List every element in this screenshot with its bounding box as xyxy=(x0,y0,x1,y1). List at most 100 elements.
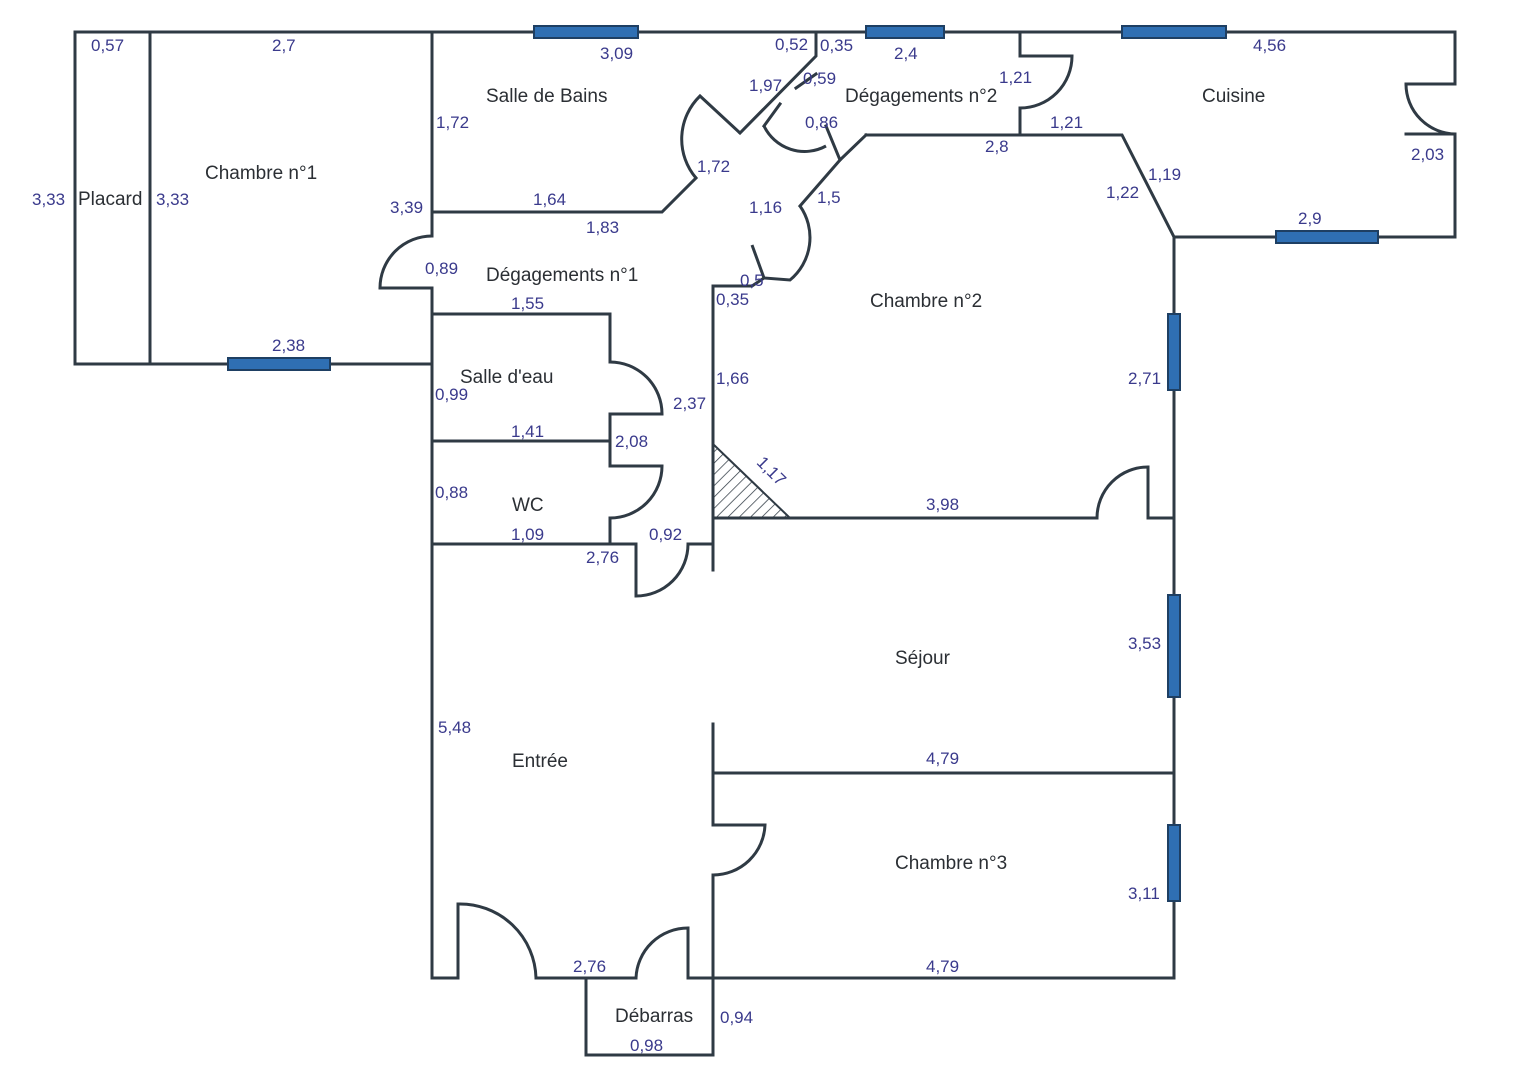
door-chambre1 xyxy=(378,234,433,290)
room-label-wc: WC xyxy=(512,495,544,516)
dimension-label: 0,86 xyxy=(805,113,838,132)
dimension-label: 0,57 xyxy=(91,36,124,55)
dimension-label: 0,35 xyxy=(716,290,749,309)
dimension-label: 0,88 xyxy=(435,483,468,502)
dimension-label: 1,22 xyxy=(1106,183,1139,202)
door-salle-eau xyxy=(609,360,664,416)
door-deg2 xyxy=(762,125,827,153)
window-sejour xyxy=(1167,594,1181,698)
dimension-label: 3,98 xyxy=(926,495,959,514)
dimension-label: 4,79 xyxy=(926,749,959,768)
dimension-label: 3,39 xyxy=(390,198,423,217)
dimension-label: 1,41 xyxy=(511,422,544,441)
room-label-placard: Placard xyxy=(78,189,142,210)
window-chambre3 xyxy=(1167,824,1181,902)
dimension-label: 2,38 xyxy=(272,336,305,355)
window-sdb-top xyxy=(533,25,639,39)
room-label-chambre3: Chambre n°3 xyxy=(895,853,1007,874)
room-label-chambre1: Chambre n°1 xyxy=(205,163,317,184)
dimension-label: 1,19 xyxy=(1148,165,1181,184)
dimension-label: 4,79 xyxy=(926,957,959,976)
dimension-label: 3,53 xyxy=(1128,634,1161,653)
dimension-label: 0,94 xyxy=(720,1008,753,1027)
dimension-label: 1,16 xyxy=(749,198,782,217)
window-kitchen-top xyxy=(1121,25,1227,39)
dimension-label: 4,56 xyxy=(1253,36,1286,55)
walls xyxy=(73,30,1457,1057)
dimension-label: 3,33 xyxy=(32,190,65,209)
wall-sdb-corner xyxy=(793,71,819,91)
window-chambre2 xyxy=(1167,313,1181,391)
door-chambre2 xyxy=(750,205,812,282)
dimension-label: 2,71 xyxy=(1128,369,1161,388)
window-chambre1 xyxy=(227,357,331,371)
room-label-salle-de-bains: Salle de Bains xyxy=(486,86,607,107)
room-labels: Placard Chambre n°1 Salle de Bains Dégag… xyxy=(78,86,1265,1027)
dimension-label: 1,72 xyxy=(436,113,469,132)
door-sdb xyxy=(680,93,742,179)
dimension-labels: 0,57 2,7 3,09 0,52 0,35 2,4 4,56 1,21 1,… xyxy=(32,35,1444,1055)
dimension-label: 0,35 xyxy=(820,36,853,55)
dimension-label: 3,11 xyxy=(1128,884,1160,903)
room-label-degagements2: Dégagements n°2 xyxy=(845,86,997,107)
door-deg2-kitchen xyxy=(1019,54,1074,110)
room-label-salle-eau: Salle d'eau xyxy=(460,367,553,388)
dimension-label: 1,21 xyxy=(999,68,1032,87)
dimension-label: 0,99 xyxy=(435,385,468,404)
windows xyxy=(227,25,1379,902)
dimension-label: 2,4 xyxy=(894,44,918,63)
door-entree-deg1 xyxy=(634,543,690,598)
doors xyxy=(378,54,1457,979)
dimension-label: 2,7 xyxy=(272,36,296,55)
wall-salle-eau-top xyxy=(430,312,612,364)
dimension-label: 0,59 xyxy=(803,69,836,88)
dimension-label: 1,64 xyxy=(533,190,566,209)
door-kitchen-right xyxy=(1404,83,1457,136)
dimension-label: 1,09 xyxy=(511,525,544,544)
dimension-label: 2,37 xyxy=(673,394,706,413)
dimension-label: 1,66 xyxy=(716,369,749,388)
dimension-label: 1,55 xyxy=(511,294,544,313)
wall-deg1-right xyxy=(711,275,767,572)
dimension-label: 5,48 xyxy=(438,718,471,737)
dimension-label: 1,5 xyxy=(817,188,841,207)
dimension-label: 0,89 xyxy=(425,259,458,278)
dimension-label: 0,92 xyxy=(649,525,682,544)
wall-debarras xyxy=(584,976,715,1057)
door-chambre3 xyxy=(712,823,767,877)
dimension-label: 2,9 xyxy=(1298,209,1322,228)
dimension-label: 2,08 xyxy=(615,432,648,451)
dimension-label: 3,33 xyxy=(156,190,189,209)
window-kitchen-bottom xyxy=(1275,230,1379,244)
dimension-label: 1,72 xyxy=(697,157,730,176)
window-deg2-top xyxy=(865,25,945,39)
dimension-label: 1,21 xyxy=(1050,113,1083,132)
dimension-label: 3,09 xyxy=(600,44,633,63)
door-chambre2-sejour xyxy=(1095,465,1150,519)
dimension-label: 2,76 xyxy=(573,957,606,976)
dimension-label: 0,98 xyxy=(630,1036,663,1055)
door-debarras xyxy=(634,926,690,979)
dimension-label: 0,5 xyxy=(740,271,764,290)
dimension-label: 2,03 xyxy=(1411,145,1444,164)
room-label-chambre2: Chambre n°2 xyxy=(870,291,982,312)
dimension-label: 1,17 xyxy=(753,453,790,490)
room-label-degagements1: Dégagements n°1 xyxy=(486,265,638,286)
door-entree-left xyxy=(456,902,538,979)
door-wc xyxy=(609,464,664,520)
hatched-closet xyxy=(712,441,793,519)
wall-sdb-right xyxy=(737,30,818,136)
wall-sdb-bottom xyxy=(430,175,699,214)
dimension-label: 1,97 xyxy=(749,76,782,95)
dimension-label: 0,52 xyxy=(775,35,808,54)
wall-chambre2-top xyxy=(864,133,1177,240)
wall-deg2-diag2 xyxy=(797,157,843,209)
dimension-label: 2,8 xyxy=(985,137,1009,156)
room-label-debarras: Débarras xyxy=(615,1006,693,1027)
dimension-label: 2,76 xyxy=(586,548,619,567)
room-label-sejour: Séjour xyxy=(895,648,951,669)
room-label-entree: Entrée xyxy=(512,751,568,772)
room-label-cuisine: Cuisine xyxy=(1202,86,1265,107)
wall-placard-outer xyxy=(73,30,230,366)
